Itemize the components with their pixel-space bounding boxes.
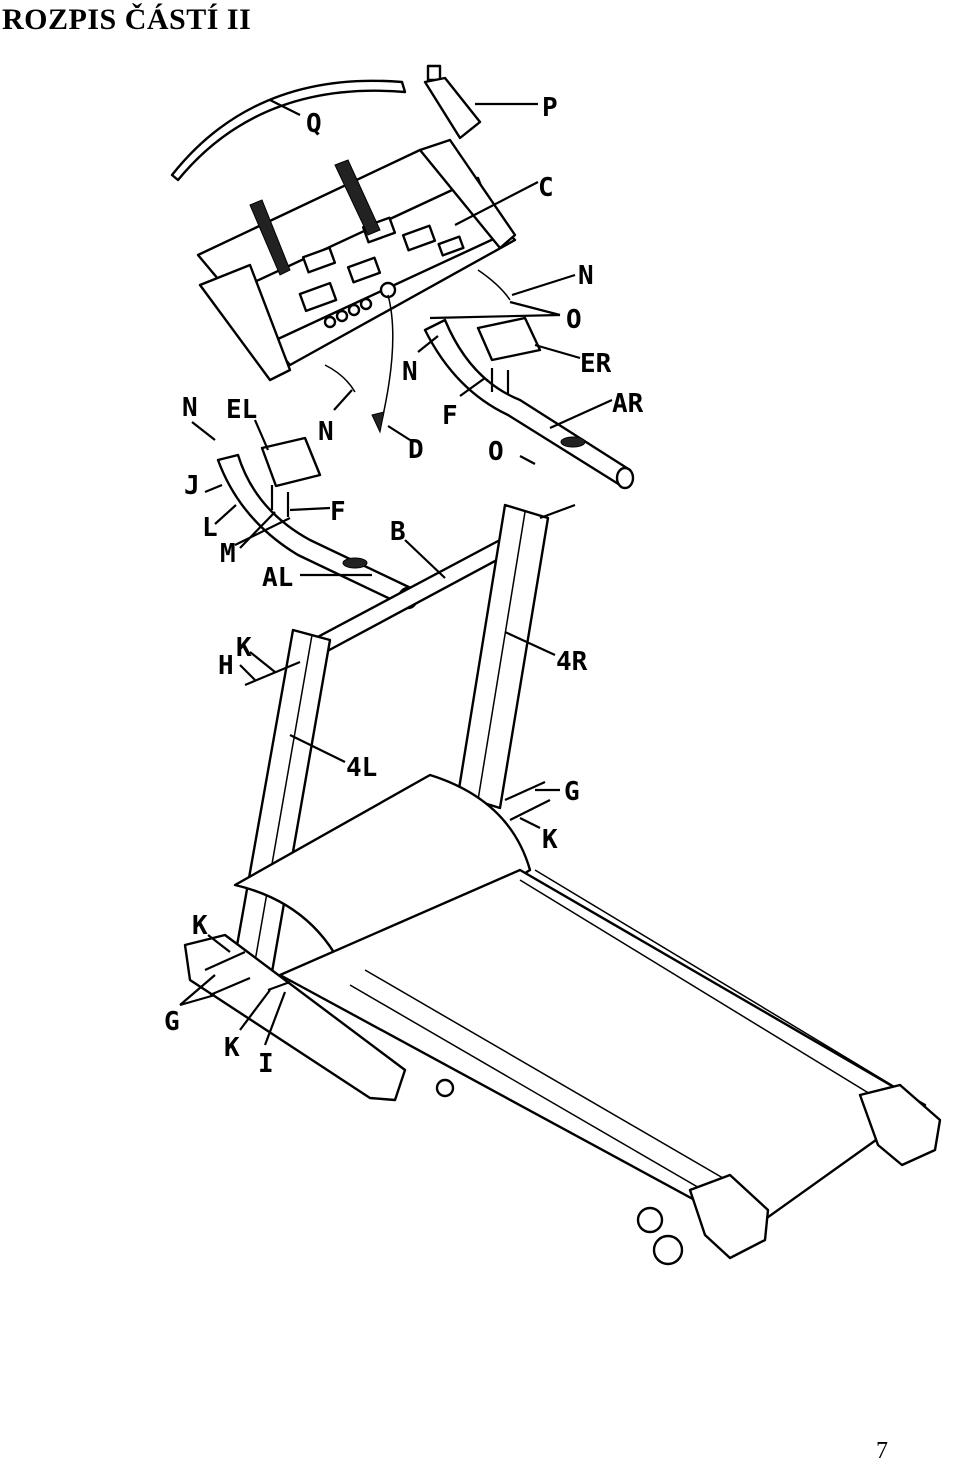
- label-g: G: [564, 777, 580, 807]
- label-f: F: [330, 497, 346, 527]
- part-wheel-front: [652, 1234, 684, 1266]
- label-k: K: [236, 633, 252, 663]
- label-4r: 4R: [556, 647, 588, 677]
- label-l: L: [202, 513, 218, 543]
- label-n: N: [578, 261, 594, 291]
- label-c: C: [538, 173, 554, 203]
- part-el-cover: [260, 436, 322, 488]
- label-f: F: [442, 401, 458, 431]
- part-rear-cap-right: [858, 1083, 942, 1167]
- label-j: J: [184, 471, 200, 501]
- label-b: B: [390, 517, 406, 547]
- part-d-clip: [371, 411, 385, 434]
- label-o: O: [566, 305, 582, 335]
- label-el: EL: [226, 395, 257, 425]
- hardware-bolts: [204, 368, 576, 997]
- label-i: I: [258, 1049, 274, 1079]
- part-wheel-rear: [636, 1206, 664, 1234]
- part-d-cable: [381, 294, 394, 421]
- part-er-cover: [476, 316, 542, 362]
- part-motor-hood: [233, 773, 532, 987]
- label-p: P: [542, 93, 558, 123]
- label-n: N: [402, 357, 418, 387]
- label-k: K: [192, 911, 208, 941]
- part-rear-cap-left: [688, 1173, 770, 1260]
- label-er: ER: [580, 349, 612, 379]
- leader-lines: [179, 99, 613, 1046]
- label-k: K: [542, 825, 558, 855]
- part-p-bottle: [423, 64, 482, 140]
- label-d: D: [408, 435, 424, 465]
- label-4l: 4L: [346, 753, 377, 783]
- label-al: AL: [262, 563, 293, 593]
- page-title: ROZPIS ČÁSTÍ II: [2, 3, 252, 36]
- label-o: O: [488, 437, 504, 467]
- part-deck-frame: [278, 868, 927, 1232]
- label-q: Q: [306, 109, 322, 139]
- label-m: M: [220, 539, 236, 569]
- label-ar: AR: [612, 389, 644, 419]
- part-q-trim: [170, 79, 407, 182]
- page-number: 7: [876, 1438, 888, 1464]
- part-al-arm: [216, 453, 417, 608]
- part-4r-upright: [456, 503, 550, 810]
- part-c-console: [196, 138, 517, 382]
- label-g: G: [164, 1007, 180, 1037]
- label-h: H: [218, 651, 234, 681]
- label-n: N: [318, 417, 334, 447]
- label-k: K: [224, 1033, 240, 1063]
- label-n: N: [182, 393, 198, 423]
- part-base-foot: [183, 933, 407, 1102]
